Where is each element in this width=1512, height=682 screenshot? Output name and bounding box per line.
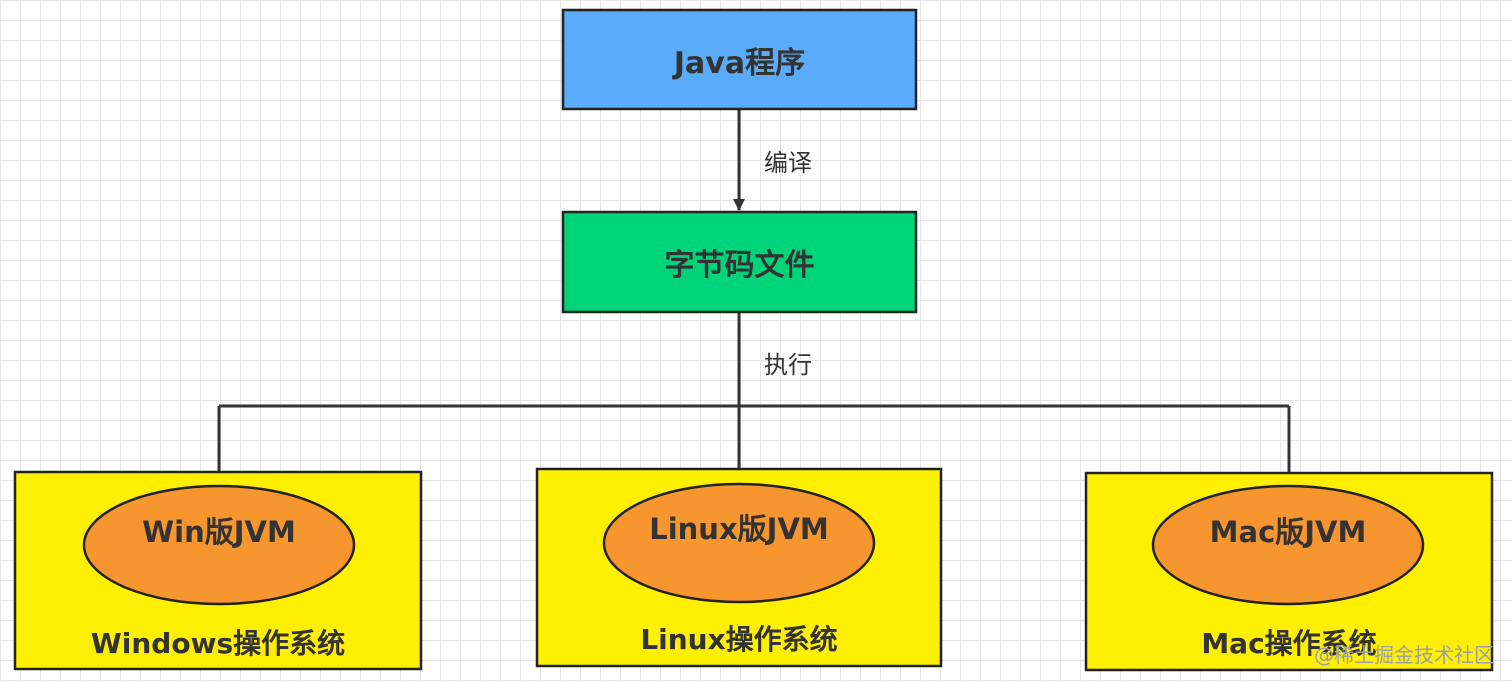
linux-jvm-ellipse (602, 482, 876, 604)
compile-edge-label: 编译 (764, 149, 812, 177)
bytecode-file-box (561, 210, 918, 314)
execute-edge-label: 执行 (764, 351, 812, 379)
bytecode-file-label: 字节码文件 (664, 248, 815, 283)
mac-jvm-ellipse (1151, 484, 1425, 606)
linux-os-label: Linux操作系统 (640, 623, 838, 656)
linux-jvm-label: Linux版JVM (649, 512, 829, 546)
mac-jvm-label: Mac版JVM (1209, 515, 1367, 549)
java-program-box (561, 8, 918, 111)
windows-jvm-ellipse (82, 484, 356, 606)
windows-os-label: Windows操作系统 (90, 627, 346, 660)
windows-jvm-label: Win版JVM (142, 515, 296, 549)
mac-os-label: Mac操作系统 (1201, 627, 1377, 660)
watermark-text: @稀土掘金技术社区 (1314, 643, 1494, 667)
java-program-label: Java程序 (673, 45, 806, 81)
